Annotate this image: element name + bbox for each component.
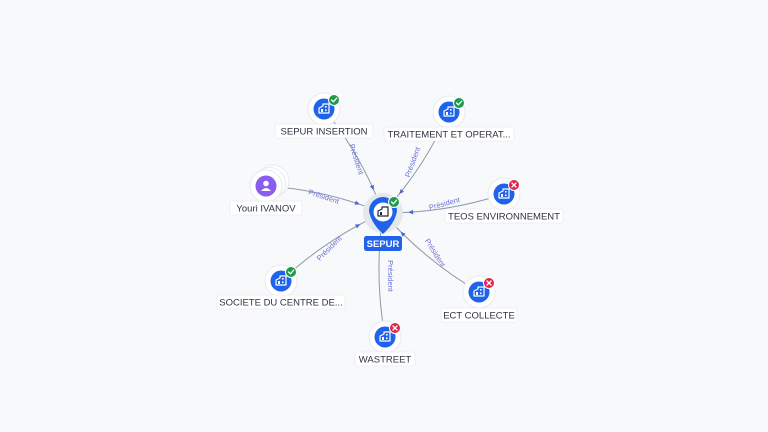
edge-arrow-icon bbox=[400, 231, 406, 237]
company-icon bbox=[473, 286, 485, 297]
company-icon bbox=[379, 331, 391, 342]
edge-label: Président bbox=[386, 260, 395, 293]
status-ok-icon bbox=[453, 97, 465, 109]
node-ect-collecte[interactable]: ECT COLLECTE bbox=[440, 275, 518, 323]
node-label-box: SEPUR INSERTION bbox=[274, 123, 374, 139]
company-icon bbox=[275, 275, 287, 286]
status-closed-icon bbox=[389, 322, 401, 334]
node-wastreet[interactable]: WASTREET bbox=[354, 320, 416, 367]
center-node-group[interactable]: SEPUR bbox=[363, 193, 403, 251]
status-closed-icon bbox=[483, 277, 495, 289]
edge-arrow-icon bbox=[354, 200, 360, 205]
company-icon bbox=[318, 103, 330, 114]
status-ok-icon bbox=[328, 94, 340, 106]
edge-arrow-icon bbox=[369, 184, 374, 191]
company-icon bbox=[498, 188, 510, 199]
center-label-box bbox=[364, 236, 402, 251]
node-label: ECT COLLECTE bbox=[443, 310, 515, 321]
edge-label: Président bbox=[403, 145, 423, 179]
person-icon bbox=[261, 180, 271, 191]
status-closed-icon bbox=[508, 179, 520, 191]
status-ok-icon bbox=[285, 266, 297, 278]
node-label: TEOS ENVIRONNEMENT bbox=[448, 211, 560, 222]
node-societe-centre[interactable]: SOCIETE DU CENTRE DE... bbox=[216, 264, 346, 310]
node-label-box: TEOS ENVIRONNEMENT bbox=[444, 208, 564, 224]
node-label-box: ECT COLLECTE bbox=[440, 307, 518, 323]
company-icon bbox=[377, 206, 389, 217]
center-label: SEPUR bbox=[367, 239, 400, 250]
edge-label: Président bbox=[423, 237, 448, 269]
node-label-box: TRAITEMENT ET OPERAT... bbox=[383, 126, 515, 142]
node-label-box: Youri IVANOV bbox=[229, 200, 303, 216]
node-label: WASTREET bbox=[359, 354, 412, 365]
company-icon bbox=[443, 106, 455, 117]
node-label: TRAITEMENT ET OPERAT... bbox=[388, 129, 511, 140]
node-label-box: WASTREET bbox=[354, 351, 416, 367]
edge-label: Président bbox=[315, 233, 344, 262]
status-ok-icon bbox=[388, 196, 400, 208]
nodes-layer: SEPUR INSERTION TRAITEMENT ET OPERAT... Yo… bbox=[216, 92, 564, 367]
node-label: SEPUR INSERTION bbox=[281, 126, 368, 137]
edge-arrow-icon bbox=[354, 224, 361, 229]
node-label: SOCIETE DU CENTRE DE... bbox=[219, 297, 343, 308]
node-label: Youri IVANOV bbox=[236, 203, 296, 214]
edge-label: Président bbox=[307, 187, 341, 206]
node-sepur-insertion[interactable]: SEPUR INSERTION bbox=[274, 92, 374, 139]
node-traitement[interactable]: TRAITEMENT ET OPERAT... bbox=[383, 95, 515, 142]
node-label-box: SOCIETE DU CENTRE DE... bbox=[216, 294, 346, 310]
edge-label: Président bbox=[347, 143, 366, 177]
edge-arrow-icon bbox=[408, 209, 414, 215]
node-youri[interactable]: Youri IVANOV bbox=[229, 164, 303, 216]
edge-arrow-icon bbox=[399, 188, 405, 195]
node-teos[interactable]: TEOS ENVIRONNEMENT bbox=[444, 177, 564, 224]
